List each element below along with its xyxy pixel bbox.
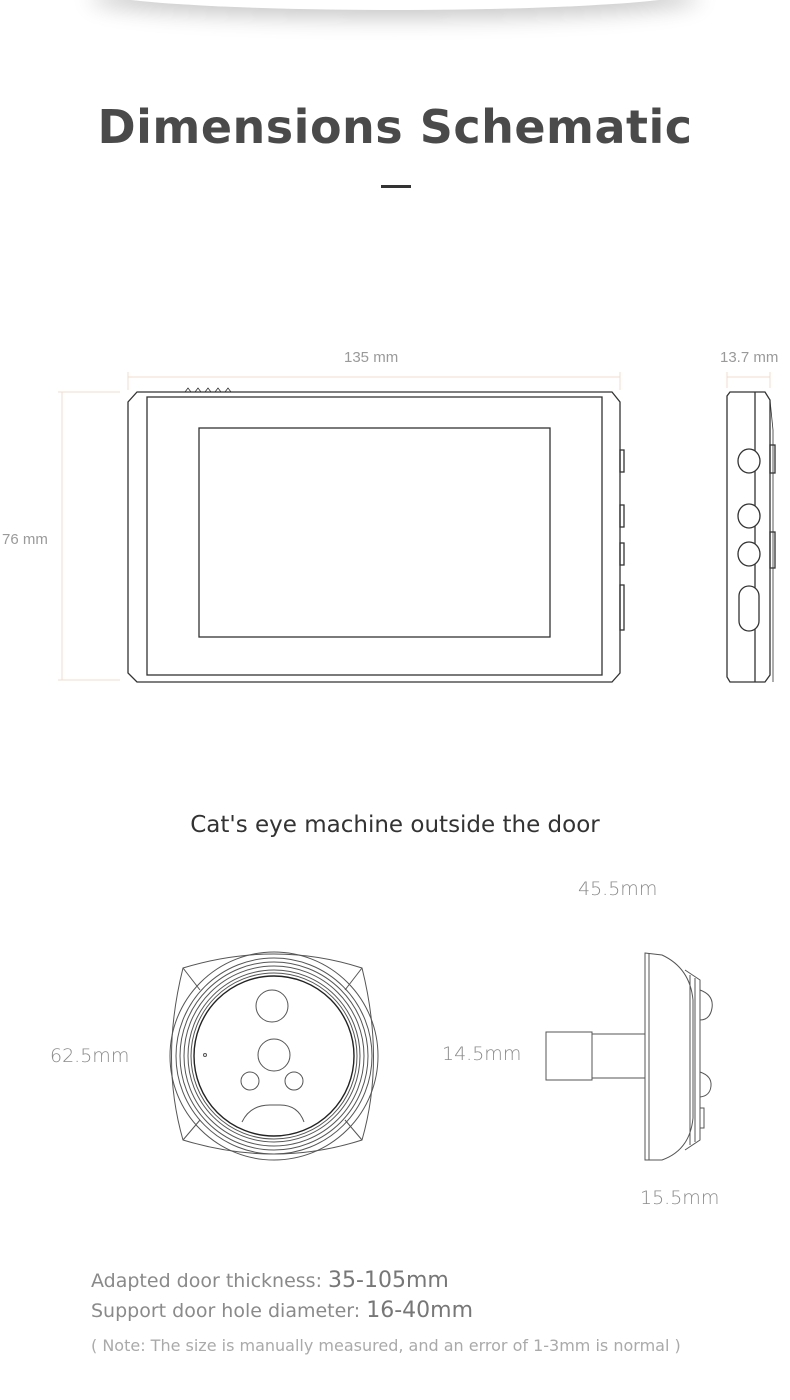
barrel-label: 14.5mm	[442, 1043, 522, 1065]
camera-diameter-label: 62.5mm	[50, 1045, 130, 1067]
height-label: 76 mm	[2, 531, 48, 548]
monitor-front	[127, 387, 625, 683]
monitor-side	[726, 391, 776, 683]
spec-value: 16-40mm	[366, 1298, 474, 1323]
camera-side	[545, 952, 713, 1161]
camera-subtitle: Cat's eye machine outside the door	[190, 812, 600, 838]
page-title: Dimensions Schematic	[97, 100, 693, 154]
camera-front	[169, 951, 379, 1161]
title-underline	[381, 185, 411, 188]
measurement-note: ( Note: The size is manually measured, a…	[91, 1336, 681, 1355]
spec-label: Support door hole diameter:	[91, 1300, 367, 1322]
camera-depth-label: 45.5mm	[578, 878, 658, 900]
width-label: 135 mm	[344, 349, 399, 366]
spec-label: Adapted door thickness:	[91, 1270, 329, 1292]
thickness-label: 15.5mm	[640, 1187, 720, 1209]
spec-door-thickness: Adapted door thickness: 35-105mm	[91, 1268, 449, 1293]
depth-label: 13.7 mm	[720, 349, 779, 366]
spec-value: 35-105mm	[328, 1268, 449, 1293]
top-shadow	[90, 0, 700, 10]
dimension-lines	[58, 372, 771, 681]
spec-hole-diameter: Support door hole diameter: 16-40mm	[91, 1298, 473, 1323]
